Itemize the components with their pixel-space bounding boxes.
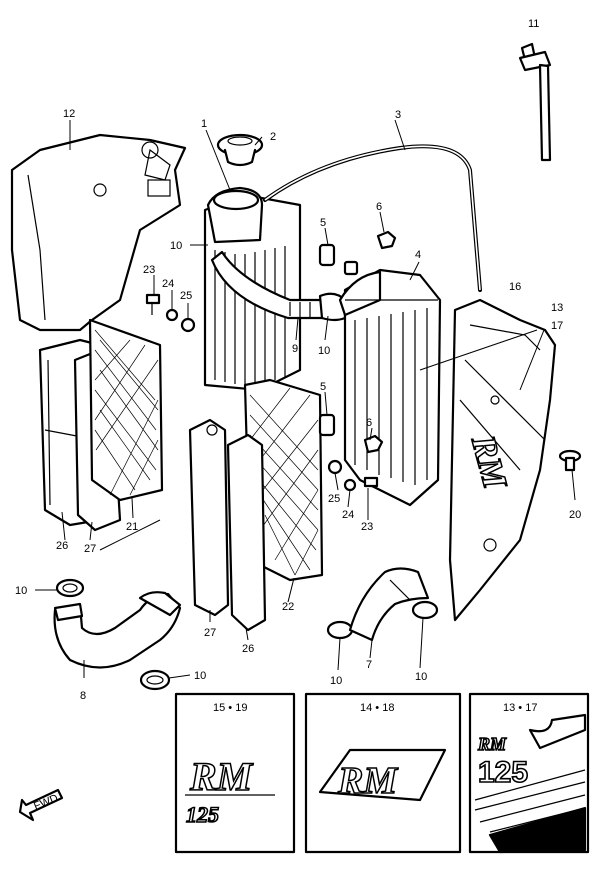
hose-clamp-left-bottom (139, 669, 171, 691)
callout-labels: 1 2 3 4 5 5 6 6 7 8 9 10 10 10 10 10 10 … (15, 18, 581, 714)
center-radiator-guard-a (188, 418, 230, 617)
radiator-cap (216, 133, 264, 167)
callout-8: 8 (80, 690, 86, 702)
callout-26-center: 26 (242, 643, 254, 655)
callout-25-right: 25 (328, 493, 340, 505)
callout-20: 20 (569, 509, 581, 521)
callout-4: 4 (415, 249, 421, 261)
leader-lines (35, 119, 576, 679)
callout-13: 13 (551, 302, 563, 314)
callout-11: 11 (528, 18, 539, 30)
callout-10-c: 10 (15, 585, 27, 597)
callout-17: 17 (551, 320, 563, 332)
callout-21: 21 (126, 521, 138, 533)
callout-3: 3 (395, 109, 401, 121)
callout-24-left: 24 (162, 278, 174, 290)
callout-16: 16 (509, 281, 521, 293)
callout-10-d: 10 (194, 670, 206, 682)
callout-27-left: 27 (84, 543, 96, 555)
callout-9: 9 (292, 343, 298, 355)
hose-clamp-right-b (411, 600, 439, 620)
nut-6-upper (376, 230, 397, 250)
callout-5-upper: 5 (320, 217, 326, 229)
washer-24-left (165, 308, 179, 322)
lower-right-hose (348, 567, 430, 642)
decal-1-logo: RM (189, 754, 254, 799)
callout-12: 12 (63, 108, 75, 120)
callout-1: 1 (201, 118, 207, 130)
decal-3-logo: RM (477, 734, 507, 754)
callout-22: 22 (282, 601, 294, 613)
bolt-23-left (145, 293, 161, 315)
grommet-25-right (327, 459, 343, 475)
decal-3-model: 125 (478, 756, 528, 789)
hose-clamp-left-top (55, 578, 85, 598)
decal-box-15-19: RM 125 (174, 692, 296, 854)
decal-box-13-17: RM 125 (468, 692, 590, 854)
callout-10-e: 10 (330, 675, 342, 687)
decal-box-2-label: 14 • 18 (360, 702, 394, 714)
center-radiator-guard-b (226, 433, 267, 632)
callout-26-left: 26 (56, 540, 68, 552)
callout-2: 2 (270, 131, 276, 143)
right-radiator (338, 268, 442, 507)
callout-7: 7 (366, 659, 372, 671)
right-radiator-shroud: RM (448, 298, 557, 622)
lower-left-hose (53, 591, 182, 669)
callout-5-lower: 5 (320, 381, 326, 393)
fwd-label: FWD (32, 792, 60, 813)
bolt-23-right (363, 476, 379, 488)
hose-clamp-right-a (326, 620, 354, 640)
callout-25-left: 25 (180, 290, 192, 302)
tie-strap (518, 42, 552, 162)
left-radiator-mesh (88, 318, 164, 502)
bolt-5-upper (318, 243, 359, 276)
washer-24-right (343, 478, 357, 492)
callout-10-f: 10 (415, 671, 427, 683)
left-radiator-shroud (10, 133, 187, 332)
decal-2-logo: RM (337, 760, 398, 802)
callout-24-right: 24 (342, 509, 354, 521)
forward-arrow: FWD (18, 788, 64, 822)
decal-box-3-label: 13 • 17 (503, 702, 537, 714)
callout-27-center: 27 (204, 627, 216, 639)
callout-23-left: 23 (143, 264, 155, 276)
grommet-25-left (180, 317, 196, 333)
callout-23-right: 23 (361, 521, 373, 533)
nut-6-lower (363, 434, 384, 454)
callout-10-b: 10 (318, 345, 330, 357)
callout-10-a: 10 (170, 240, 182, 252)
callout-6-upper: 6 (376, 201, 382, 213)
bolt-5-lower (318, 413, 336, 437)
decal-box-1-label: 15 • 19 (213, 702, 247, 714)
decal-1-model: 125 (186, 802, 219, 827)
bolt-20 (558, 449, 582, 472)
decal-box-14-18: RM (304, 692, 462, 854)
callout-6-lower: 6 (366, 417, 372, 429)
